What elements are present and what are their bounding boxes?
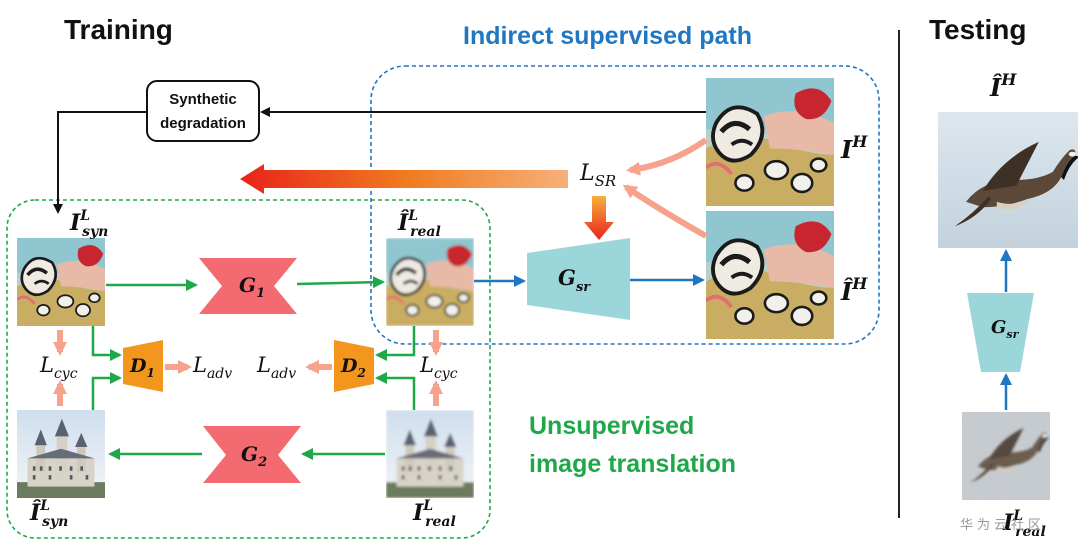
image-i-syn xyxy=(17,238,105,326)
hr-to-lsr-arrow xyxy=(626,137,708,176)
gsr-label: Gsr xyxy=(558,265,591,295)
g1-label: G1 xyxy=(239,273,265,301)
loss-cyc-right: Lcyc xyxy=(419,353,458,382)
image-i-real-hat xyxy=(386,238,474,326)
degradation-label-2: degradation xyxy=(160,115,246,132)
d2-label: D2 xyxy=(340,355,366,380)
real-hat-to-d2-arrow xyxy=(375,326,416,361)
loss-cyc-left: Lcyc xyxy=(39,353,78,382)
test-output-image xyxy=(938,112,1078,248)
d1-label: D1 xyxy=(129,355,155,380)
syn-to-d1-arrow xyxy=(91,326,122,361)
image-i-real xyxy=(386,410,474,498)
synthetic-degradation-box xyxy=(146,80,260,142)
label-i-h-hat: ÎH xyxy=(840,274,868,306)
image-i-h xyxy=(706,78,834,206)
unsupervised-region xyxy=(6,199,491,539)
heading-unsupervised-l2: image translation xyxy=(529,450,736,478)
sr-network xyxy=(527,238,630,320)
g1-to-real-arrow xyxy=(296,276,385,289)
watermark: 华为云社区 xyxy=(960,517,1045,533)
loss-adv-right: Ladv xyxy=(256,353,296,382)
heading-unsupervised-l1: Unsupervised xyxy=(529,412,694,440)
degradation-to-syn-arrow xyxy=(53,111,147,214)
heading-indirect-path: Indirect supervised path xyxy=(463,22,752,50)
lsr-back-arrow xyxy=(240,164,568,194)
syn-hat-to-d1-arrow xyxy=(91,372,122,410)
heading-testing: Testing xyxy=(929,14,1026,45)
hr-hat-to-lsr-arrow xyxy=(622,184,708,239)
g2-label: G2 xyxy=(241,442,267,470)
real-to-d2-arrow xyxy=(375,372,416,410)
degradation-label-1: Synthetic xyxy=(169,91,237,108)
indirect-supervision-region xyxy=(370,65,880,345)
test-gsr-label: Gsr xyxy=(991,317,1020,341)
lsr-to-gsr-arrow xyxy=(584,196,614,240)
image-i-syn-hat xyxy=(17,410,105,498)
image-i-h-hat xyxy=(706,211,834,339)
test-input-image xyxy=(962,412,1050,500)
generator-g1 xyxy=(199,258,297,314)
test-sr-network xyxy=(967,293,1034,372)
discriminator-d2 xyxy=(334,340,374,392)
generator-g2 xyxy=(203,426,301,483)
loss-sr: LSR xyxy=(579,161,616,190)
label-i-h: IH xyxy=(840,132,868,164)
heading-training: Training xyxy=(64,14,173,45)
loss-adv-left: Ladv xyxy=(192,353,232,382)
label-test-i-h-hat: ÎH xyxy=(989,70,1017,102)
discriminator-d1 xyxy=(123,340,163,392)
